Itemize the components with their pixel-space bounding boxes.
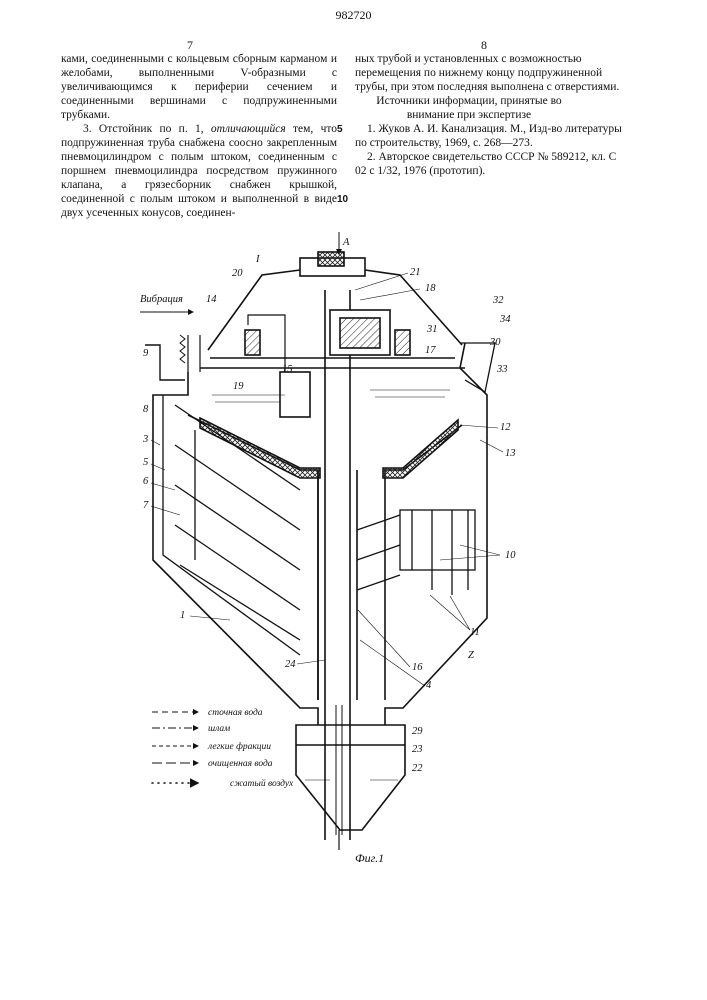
legend-item-compressed-air: сжатый воздух: [152, 778, 294, 789]
label-23: 23: [412, 744, 423, 755]
settler-body: [140, 232, 495, 850]
legend-item-light-fractions: легкие фракции: [152, 741, 271, 752]
label-17: 17: [425, 345, 436, 356]
label-4: 4: [426, 680, 432, 691]
device-31: [395, 330, 410, 355]
legend-item-clean-water: очищенная вода: [152, 758, 273, 769]
label-34: 34: [499, 314, 511, 325]
svg-text:сжатый воздух: сжатый воздух: [230, 778, 294, 789]
svg-text:шлам: шлам: [208, 724, 230, 734]
label-13: 13: [505, 448, 516, 459]
right-plates: [357, 510, 475, 595]
label-detail-z: Z: [468, 650, 474, 661]
label-15: 15: [282, 364, 293, 375]
leader-lines: [151, 273, 503, 686]
label-32: 32: [492, 295, 504, 306]
label-20: 20: [232, 268, 243, 279]
label-3: 3: [142, 434, 148, 445]
svg-text:очищенная вода: очищенная вода: [208, 758, 273, 769]
label-16: 16: [412, 662, 423, 673]
label-8: 8: [143, 404, 149, 415]
outer-shell: [153, 343, 487, 725]
legend-item-wastewater: сточная вода: [152, 707, 263, 718]
label-14: 14: [206, 294, 217, 305]
label-vibration: Вибрация: [140, 294, 183, 305]
label-31: 31: [426, 324, 438, 335]
part-labels: 1 3 4 5 6 7 8 9 10 11 12 13 14 15 16 17 …: [140, 237, 516, 774]
label-29: 29: [412, 726, 423, 737]
svg-text:легкие фракции: легкие фракции: [207, 741, 271, 752]
figure-caption: Фиг.1: [355, 851, 384, 865]
label-6: 6: [143, 476, 149, 487]
label-1: 1: [180, 610, 185, 621]
insulation-band: [200, 418, 320, 478]
label-section-i: I: [255, 254, 260, 265]
label-12: 12: [500, 422, 511, 433]
label-arrow-a: А: [342, 237, 350, 248]
label-24: 24: [285, 659, 296, 670]
spring-left: [180, 335, 185, 363]
label-9: 9: [143, 348, 149, 359]
svg-text:сточная вода: сточная вода: [208, 707, 263, 718]
label-22: 22: [412, 763, 423, 774]
float-19: [280, 372, 310, 417]
label-19: 19: [233, 381, 244, 392]
label-10: 10: [505, 550, 516, 561]
legend: сточная вода шлам легкие фракции очищенн…: [152, 707, 294, 789]
legend-item-sludge: шлам: [152, 724, 230, 734]
label-7: 7: [143, 500, 149, 511]
handle-9: [145, 345, 185, 380]
label-30: 30: [489, 337, 501, 348]
label-21: 21: [410, 267, 421, 278]
label-18: 18: [425, 283, 436, 294]
left-pipe: [188, 335, 200, 372]
label-11: 11: [470, 627, 480, 638]
label-33: 33: [496, 364, 508, 375]
label-5: 5: [143, 457, 148, 468]
